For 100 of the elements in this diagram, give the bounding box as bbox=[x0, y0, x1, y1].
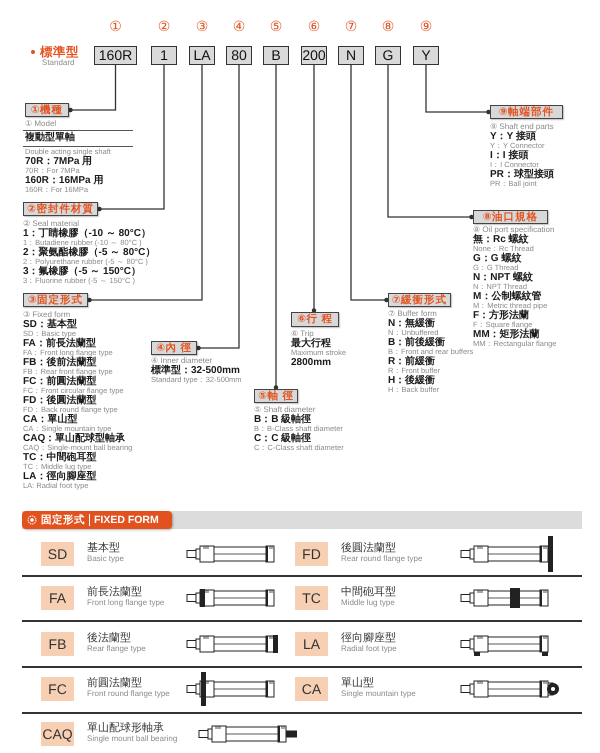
type-description: Single mount ball bearing bbox=[87, 734, 178, 743]
category-heading: ①機種 bbox=[25, 103, 69, 117]
option-text: 1：丁睛橡膠（-10 ～ 80°C） bbox=[23, 229, 151, 239]
option-text: B：前後緩衝 bbox=[388, 338, 446, 348]
option-text: FA：前長法蘭型 bbox=[23, 339, 96, 349]
option-text: FC：前圓法蘭型 bbox=[23, 377, 96, 387]
type-code-box: LA bbox=[295, 632, 328, 656]
type-code-box: FC bbox=[41, 677, 74, 701]
option-text: B：B 級軸徑 bbox=[254, 415, 312, 425]
option-text: 複動型單軸 bbox=[25, 133, 75, 143]
option-text: MM：矩形法蘭 bbox=[473, 330, 540, 340]
type-name: 前圓法蘭型 bbox=[87, 677, 142, 689]
category-heading: ⑤軸 徑 bbox=[254, 389, 298, 403]
type-name: 前長法蘭型 bbox=[87, 586, 142, 598]
category-subtitle: ② Seal material bbox=[23, 218, 80, 228]
code-box: N bbox=[338, 46, 364, 65]
code-box: 1 bbox=[151, 46, 177, 65]
category-subtitle: ⑧ Oil port specification bbox=[473, 224, 554, 234]
category-heading: ⑧油口規格 bbox=[473, 210, 548, 224]
category-heading: ⑦緩衝形式 bbox=[388, 293, 451, 307]
type-description: Middle lug type bbox=[341, 598, 395, 607]
option-text: FB：後前法蘭型 bbox=[23, 358, 96, 368]
connector-line bbox=[87, 65, 203, 302]
type-code-box: FD bbox=[295, 542, 328, 566]
callout-number: ⑨ bbox=[418, 18, 434, 34]
code-box: Y bbox=[413, 46, 439, 65]
type-description: Radial foot type bbox=[341, 644, 397, 653]
type-description: Front round flange type bbox=[87, 689, 170, 698]
series-subtitle: Standard bbox=[42, 58, 74, 67]
option-text: 最大行程 bbox=[291, 339, 331, 349]
category-heading: ④內 徑 bbox=[151, 341, 197, 355]
option-text: N：無緩衝 bbox=[388, 319, 436, 329]
option-text: 3：氟橡膠（-5 ～ 150°C） bbox=[23, 267, 141, 277]
type-code-box: FA bbox=[41, 586, 74, 610]
type-code-box: TC bbox=[295, 586, 328, 610]
category-subtitle: ⑥ Trip bbox=[291, 328, 314, 338]
connector-line bbox=[312, 65, 316, 313]
type-description: Basic type bbox=[87, 554, 124, 563]
type-name: 中間砲耳型 bbox=[341, 586, 396, 598]
connector-line bbox=[274, 65, 278, 390]
type-description: Single mountain type bbox=[341, 689, 416, 698]
callout-number: ⑦ bbox=[344, 18, 358, 34]
section-tab bbox=[22, 511, 172, 529]
code-box: G bbox=[375, 46, 401, 65]
option-text: 70R：7MPa 用 bbox=[25, 157, 92, 167]
type-description: Rear round flange type bbox=[341, 554, 422, 563]
connector-line bbox=[196, 65, 240, 350]
callout-number: ① bbox=[108, 18, 123, 34]
code-box: 80 bbox=[226, 46, 252, 65]
type-code-box: SD bbox=[41, 542, 74, 566]
type-name: 後圓法蘭型 bbox=[341, 542, 396, 554]
category-heading: ②密封件材質 bbox=[23, 202, 98, 216]
category-subtitle: ③ Fixed form bbox=[23, 310, 70, 318]
category-heading: ⑥行 程 bbox=[291, 312, 339, 327]
option-text: R：前緩衝 bbox=[388, 357, 436, 367]
category-subtitle: ① Model bbox=[25, 118, 56, 128]
option-text: 160R：16MPa 用 bbox=[25, 176, 104, 186]
option-text: N：NPT 螺紋 bbox=[473, 273, 533, 283]
category-subtitle: ⑨ Shaft end parts bbox=[490, 122, 554, 130]
category-subtitle: ④ Inner diameter bbox=[151, 356, 212, 364]
option-text: 無：Rc 螺紋 bbox=[473, 235, 529, 245]
callout-number: ⑧ bbox=[380, 18, 396, 34]
type-code-box: FB bbox=[41, 632, 74, 656]
option-text: F：方形法蘭 bbox=[473, 311, 530, 321]
code-box: 200 bbox=[301, 46, 327, 65]
option-text: H：後緩衝 bbox=[388, 376, 436, 386]
type-name: 後法蘭型 bbox=[87, 632, 131, 644]
code-box: B bbox=[263, 46, 289, 65]
option-text: CA：單山型 bbox=[23, 415, 78, 425]
code-box: 160R bbox=[94, 46, 137, 65]
option-text: TC：中間砲耳型 bbox=[23, 453, 96, 463]
option-text: M：公制螺紋管 bbox=[473, 292, 542, 302]
callout-number: ② bbox=[156, 18, 172, 34]
type-name: 徑向腳座型 bbox=[341, 632, 396, 644]
callout-number: ⑥ bbox=[306, 18, 322, 34]
option-text: LA：徑向腳座型 bbox=[23, 472, 96, 482]
category-subtitle: ⑤ Shaft diameter bbox=[254, 404, 316, 414]
type-description: Front long flange type bbox=[87, 598, 164, 607]
connector-line bbox=[387, 65, 474, 220]
connector-line bbox=[425, 65, 491, 114]
option-text: FD：後圓法蘭型 bbox=[23, 396, 96, 406]
option-text: 2800mm bbox=[291, 358, 332, 368]
type-name: 單山配球形軸承 bbox=[87, 722, 164, 734]
option-text: Y：Y 接頭 bbox=[490, 132, 536, 142]
code-box: LA bbox=[189, 46, 215, 65]
type-code-box: CA bbox=[295, 677, 328, 701]
section-title: 固定形式 bbox=[41, 514, 85, 526]
type-description: Rear flange type bbox=[87, 644, 146, 653]
option-text: SD：基本型 bbox=[23, 320, 77, 330]
category-subtitle: ⑦ Buffer form bbox=[388, 308, 437, 318]
category-heading: ③固定形式 bbox=[23, 293, 88, 307]
type-code-box: CAQ bbox=[41, 722, 74, 746]
type-name: 基本型 bbox=[87, 542, 120, 554]
callout-number: ⑤ bbox=[268, 18, 284, 34]
option-text: 2：聚氨酯橡膠（-5 ～ 80°C） bbox=[23, 248, 156, 258]
type-name: 單山型 bbox=[341, 677, 374, 689]
section-title: FIXED FORM bbox=[94, 514, 159, 526]
option-text: CAQ：單山配球型軸承 bbox=[23, 434, 126, 444]
callout-number: ③ bbox=[194, 18, 210, 34]
callout-number: ④ bbox=[232, 18, 246, 34]
